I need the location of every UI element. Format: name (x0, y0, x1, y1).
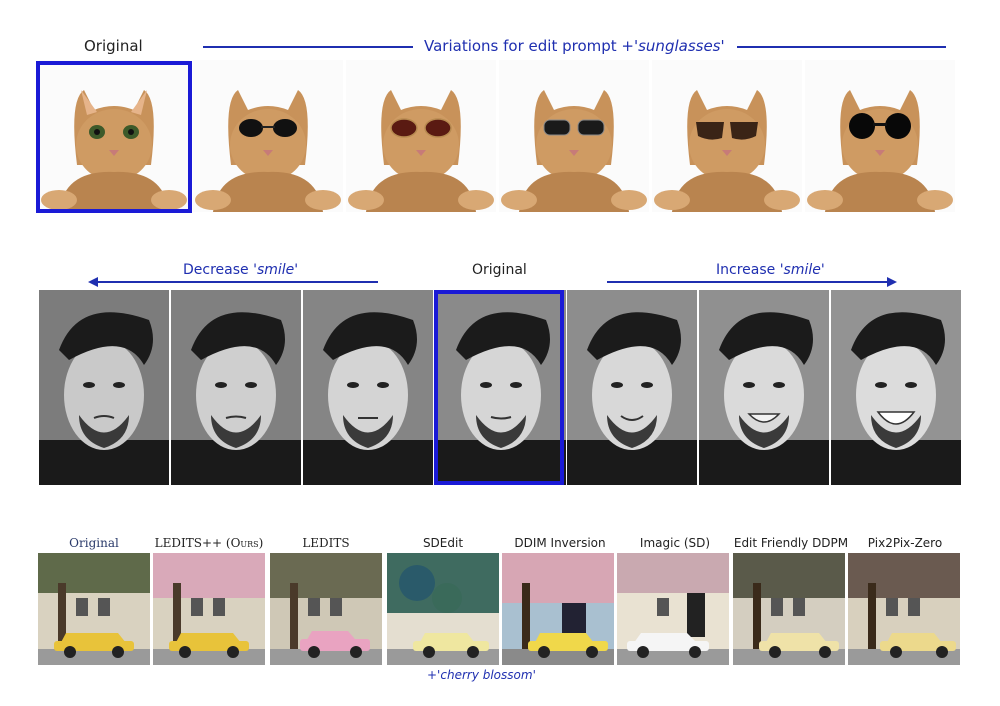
car-label-edit-friendly-ddpm: Edit Friendly DDPM (733, 536, 849, 550)
car-original-image (38, 553, 150, 665)
car-imagic-image (617, 553, 729, 665)
row2-decrease-label: Decrease 'smile' (183, 262, 299, 278)
face-decrease-3-image (39, 290, 169, 485)
face-original-image (436, 290, 566, 485)
car-label-original: Original (69, 536, 119, 550)
face-increase-2-image (699, 290, 829, 485)
cat-original-image (39, 60, 189, 212)
cat-variation-1-image (193, 60, 343, 212)
row1-left-rule (203, 46, 413, 48)
car-label-sdedit: SDEdit (422, 536, 464, 550)
car-edit-friendly-ddpm-image (733, 553, 845, 665)
row3-prompt-caption: +'cherry blossom' (427, 668, 536, 682)
face-decrease-2-image (171, 290, 301, 485)
decrease-arrow (88, 277, 378, 287)
increase-arrow (607, 277, 897, 287)
row1-right-rule (737, 46, 946, 48)
cat-variation-4-image (652, 60, 802, 212)
car-label-pix2pix-zero: Pix2Pix-Zero (867, 536, 943, 550)
row1-original-label: Original (84, 37, 143, 55)
row2-increase-label: Increase 'smile' (716, 262, 825, 278)
cat-variation-3-image (499, 60, 649, 212)
car-ledits-image (270, 553, 382, 665)
row2-original-label: Original (472, 262, 527, 278)
cat-variation-2-image (346, 60, 496, 212)
car-ddim-inversion-image (502, 553, 614, 665)
car-label-ddim-inversion: DDIM Inversion (514, 536, 606, 550)
face-original-frame (434, 290, 564, 485)
cat-variation-5-image (805, 60, 955, 212)
car-ledits-pp-image (153, 553, 265, 665)
car-sdedit-image (387, 553, 499, 665)
car-label-ledits: LEDITS (302, 536, 350, 550)
row1-variations-label: Variations for edit prompt +'sunglasses' (424, 37, 725, 55)
car-label-imagic: Imagic (SD) (639, 536, 711, 550)
car-label-ledits-pp: LEDITS++ (Ours) (154, 536, 264, 550)
face-decrease-1-image (303, 290, 433, 485)
face-increase-3-image (831, 290, 961, 485)
cat-original-frame (36, 61, 192, 213)
face-increase-1-image (567, 290, 697, 485)
car-pix2pix-zero-image (848, 553, 960, 665)
